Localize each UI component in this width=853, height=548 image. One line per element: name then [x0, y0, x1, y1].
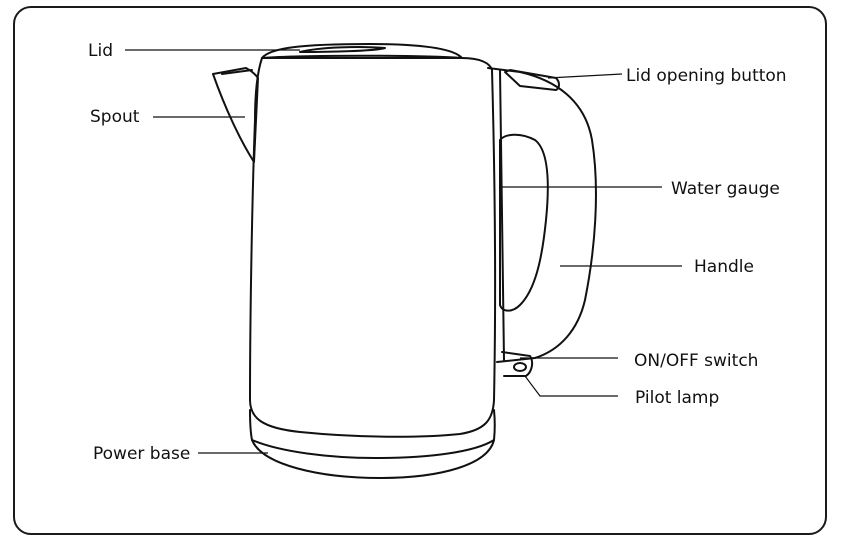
label-lid: Lid	[88, 41, 113, 61]
label-power-base: Power base	[93, 444, 190, 464]
kettle-power-base	[249, 409, 496, 479]
label-on-off-switch: ON/OFF switch	[634, 351, 758, 371]
lid-opening-button-leader	[547, 73, 623, 79]
kettle-spout	[212, 67, 259, 163]
lid-opening-button-shape	[504, 69, 560, 91]
labels: Lid Spout Power base Lid opening button …	[88, 41, 787, 464]
on-off-switch-shape	[501, 351, 534, 377]
kettle-lid-top	[299, 46, 386, 53]
spout-rim	[221, 69, 253, 75]
diagram-frame	[13, 6, 827, 535]
label-water-gauge: Water gauge	[671, 179, 780, 199]
label-lid-opening-button: Lid opening button	[626, 66, 787, 86]
kettle-body	[249, 57, 497, 438]
kettle-lid	[261, 43, 463, 59]
power-base-rim	[251, 439, 495, 459]
kettle-handle-inner	[499, 133, 549, 312]
label-handle: Handle	[694, 257, 754, 277]
pilot-lamp-leader	[524, 375, 618, 397]
kettle-illustration	[212, 43, 597, 479]
label-spout: Spout	[90, 107, 140, 127]
leader-lines	[125, 49, 682, 454]
pilot-lamp-shape	[513, 362, 527, 372]
label-pilot-lamp: Pilot lamp	[635, 388, 719, 408]
kettle-handle-outer	[487, 67, 597, 363]
handle-seam	[499, 69, 505, 361]
